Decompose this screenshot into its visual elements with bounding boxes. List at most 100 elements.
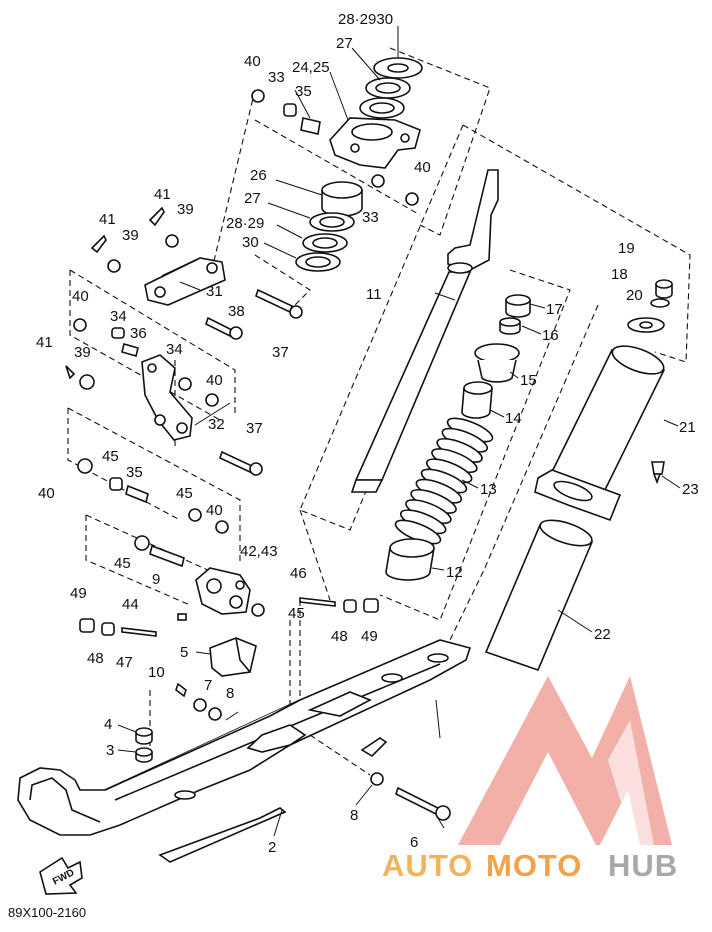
label-40-d: 40 — [206, 372, 223, 389]
label-2: 2 — [268, 839, 276, 856]
label-6: 6 — [410, 834, 418, 851]
label-7: 7 — [204, 677, 212, 694]
pivot-block — [195, 567, 251, 615]
label-34-a: 34 — [110, 308, 127, 325]
label-12: 12 — [446, 564, 463, 581]
shock-bolt — [651, 461, 665, 485]
top-nut-washer — [627, 279, 673, 333]
label-39-b: 39 — [122, 227, 139, 244]
label-27-mid: 27 — [244, 190, 261, 207]
label-30-mid: 30 — [242, 234, 259, 251]
shock-body — [534, 345, 666, 522]
label-27-top: 27 — [336, 35, 353, 52]
label-31: 31 — [206, 283, 223, 300]
label-35-b: 35 — [126, 464, 143, 481]
label-41-c: 41 — [36, 334, 53, 351]
link-plate — [144, 257, 226, 306]
label-37-a: 37 — [272, 344, 289, 361]
logo-mark — [458, 676, 672, 845]
label-16: 16 — [542, 327, 559, 344]
label-45-d: 45 — [288, 605, 305, 622]
pivot-hardware — [79, 598, 379, 636]
label-5: 5 — [180, 644, 188, 661]
automotohub-wordmark: AUTO MOTO HUB — [382, 848, 677, 883]
wear-block — [209, 637, 257, 677]
label-14: 14 — [505, 410, 522, 427]
label-49-a: 49 — [361, 628, 378, 645]
diagram-code: 89X100-2160 — [8, 905, 86, 920]
label-18: 18 — [611, 266, 628, 283]
label-45-b: 45 — [176, 485, 193, 502]
label-47: 47 — [116, 654, 133, 671]
label-28-29-30-top: 28·2930 — [338, 11, 393, 28]
label-10: 10 — [148, 664, 165, 681]
bolts — [121, 288, 451, 821]
leader-lines — [117, 26, 681, 837]
part-number-labels: 28·2930 27 24,25 40 33 35 40 33 26 27 28… — [36, 11, 699, 856]
spring-seat-lower — [385, 538, 435, 581]
label-19: 19 — [618, 240, 635, 257]
forward-arrow: FWD — [39, 856, 83, 895]
label-40-c: 40 — [72, 288, 89, 305]
label-26: 26 — [250, 167, 267, 184]
label-40-a: 40 — [244, 53, 261, 70]
label-46: 46 — [290, 565, 307, 582]
label-40-e: 40 — [38, 485, 55, 502]
label-40-b: 40 — [414, 159, 431, 176]
label-28-29-mid: 28·29 — [226, 215, 264, 232]
label-4: 4 — [104, 716, 112, 733]
protective-tube — [484, 519, 594, 672]
label-45-a: 45 — [102, 448, 119, 465]
label-32: 32 — [208, 416, 225, 433]
wordmark-moto: MOTO — [486, 848, 582, 883]
ski-hardware — [175, 682, 384, 786]
label-41-a: 41 — [154, 186, 171, 203]
label-38: 38 — [228, 303, 245, 320]
label-15: 15 — [520, 372, 537, 389]
label-44: 44 — [122, 596, 139, 613]
label-41-b: 41 — [99, 211, 116, 228]
spring-seat-upper — [474, 343, 520, 383]
label-40-f: 40 — [206, 502, 223, 519]
label-21: 21 — [679, 419, 696, 436]
label-34-b: 34 — [166, 341, 183, 358]
label-33-b: 33 — [362, 209, 379, 226]
lower-link-arm — [141, 354, 193, 441]
label-39-a: 39 — [177, 201, 194, 218]
automotohub-logo — [458, 676, 672, 845]
washer-stack-middle — [295, 181, 363, 272]
label-49-b: 49 — [70, 585, 87, 602]
label-37-b: 37 — [246, 420, 263, 437]
small-bushings-left — [65, 206, 229, 568]
upper-bushings — [251, 89, 419, 206]
label-11: 11 — [366, 286, 382, 303]
wordmark-auto: AUTO — [382, 848, 473, 883]
label-17: 17 — [546, 301, 563, 318]
label-20: 20 — [626, 287, 643, 304]
washer-stack-upper — [359, 57, 423, 119]
shock-rod — [350, 169, 499, 493]
coil-spring — [394, 417, 494, 545]
label-48-a: 48 — [331, 628, 348, 645]
top-cap-bump-stop — [499, 294, 531, 335]
label-8-a: 8 — [226, 685, 234, 702]
label-8-b: 8 — [350, 807, 358, 824]
nut-washer — [135, 727, 153, 763]
bump-rubber — [461, 381, 493, 419]
upper-mount-bracket — [329, 117, 421, 169]
label-33-a: 33 — [268, 69, 285, 86]
label-36: 36 — [130, 325, 147, 342]
label-22: 22 — [594, 626, 611, 643]
label-13: 13 — [480, 481, 497, 498]
label-39-c: 39 — [74, 344, 91, 361]
label-48-b: 48 — [87, 650, 104, 667]
label-23: 23 — [682, 481, 699, 498]
label-3: 3 — [106, 742, 114, 759]
ski — [17, 639, 472, 863]
label-35-a: 35 — [295, 83, 312, 100]
label-24-25: 24,25 — [292, 59, 330, 76]
label-9: 9 — [152, 571, 160, 588]
label-42-43: 42,43 — [240, 543, 278, 560]
